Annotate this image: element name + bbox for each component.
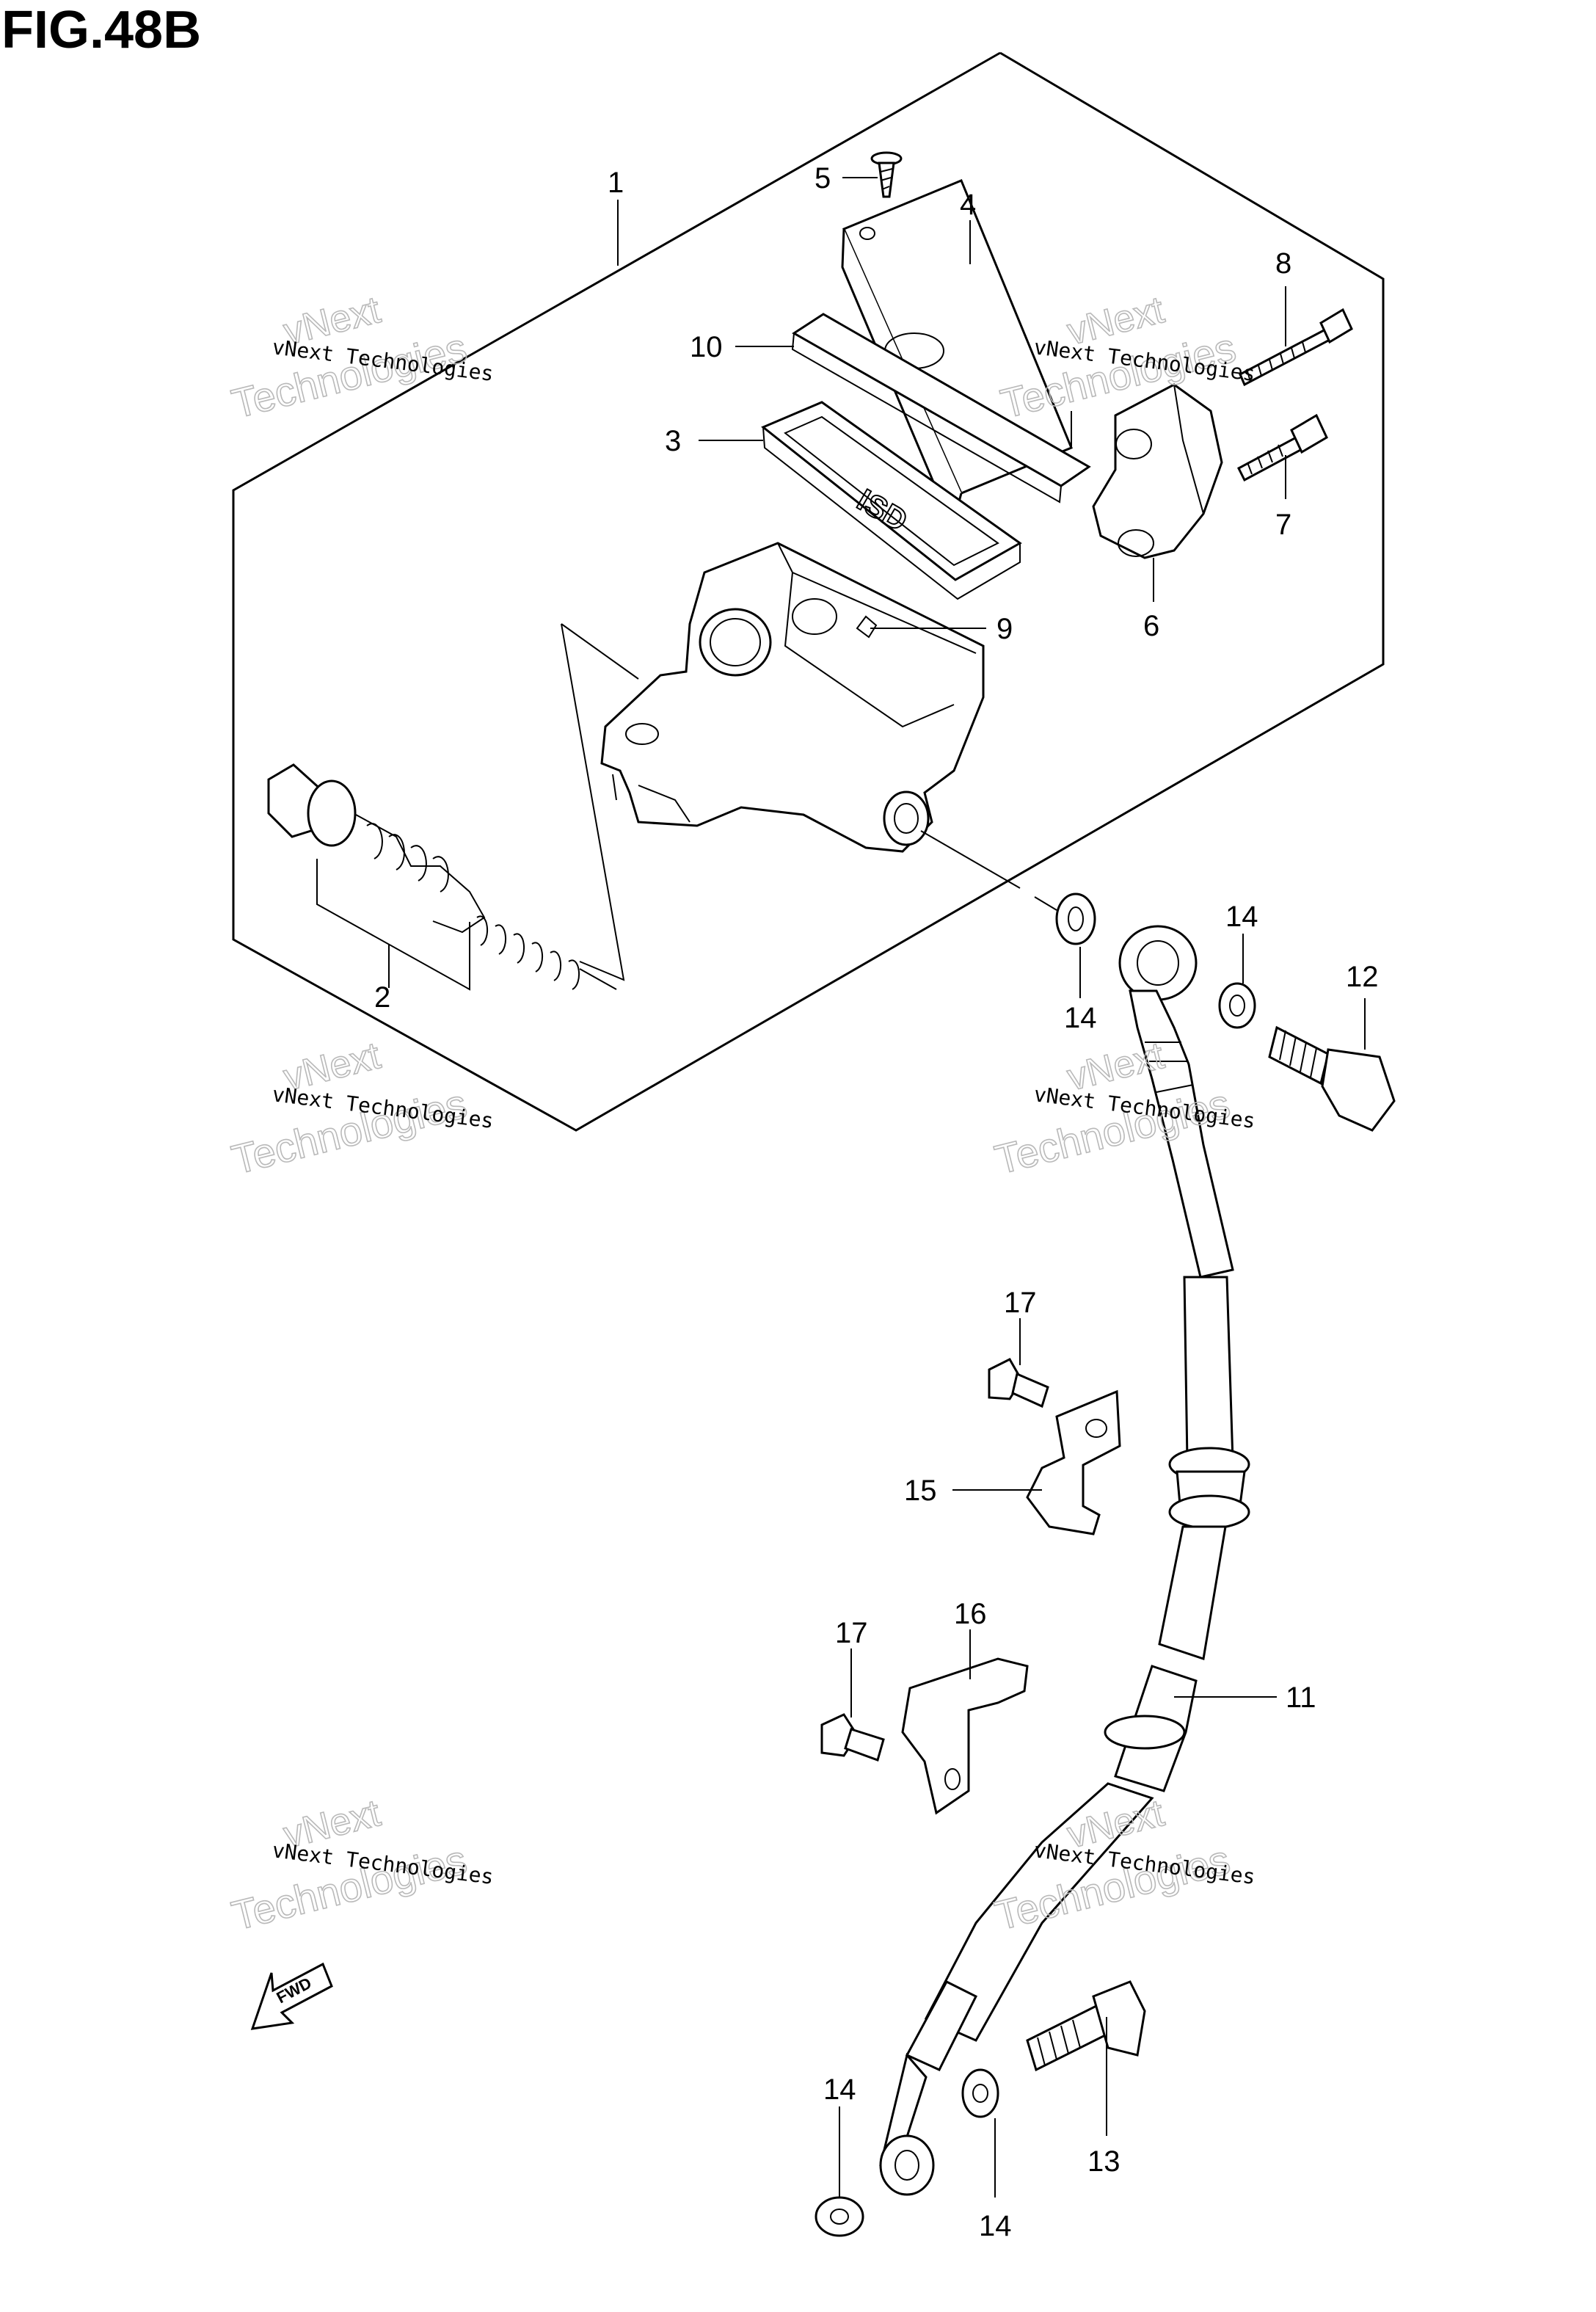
- callout-7: 7: [1275, 509, 1291, 541]
- callout-6: 6: [1143, 610, 1159, 642]
- watermark-middle-right: vNext Technologies vNext Technologies: [990, 1033, 1256, 1183]
- bolt-7: [1237, 413, 1328, 482]
- callout-9: 9: [996, 613, 1013, 645]
- washer-14-lower-left: [815, 2196, 864, 2237]
- screw-5: [870, 151, 903, 198]
- callout-17a: 17: [1004, 1287, 1037, 1319]
- hose-clamp-16: [901, 1657, 1029, 1815]
- piston-kit-outline: [561, 623, 625, 981]
- washer-14-lower-right: [961, 2068, 999, 2118]
- callout-14b: 14: [1225, 901, 1258, 933]
- callout-10: 10: [690, 331, 723, 363]
- callout-15: 15: [904, 1475, 937, 1507]
- callout-13: 13: [1087, 2145, 1121, 2178]
- brake-hose: [879, 989, 1250, 2196]
- diaphragm-plate: [791, 313, 1091, 504]
- watermark-middle-left: vNext Technologies vNext Technologies: [227, 1033, 495, 1183]
- figure-title: FIG.48B: [1, 1, 202, 59]
- callout-3: 3: [665, 425, 681, 457]
- fwd-arrow-icon: [250, 1962, 333, 2030]
- banjo-bolt-12: [1268, 1025, 1396, 1132]
- callout-4: 4: [960, 189, 976, 221]
- handlebar-clamp: [1092, 383, 1223, 559]
- watermark-bottom-left: vNext Technologies vNext Technologies: [227, 1791, 495, 1939]
- master-cylinder-body: [600, 542, 985, 853]
- assembly-outline: [232, 51, 1385, 1132]
- leader-lines: [617, 177, 1366, 2198]
- clip-9: [856, 615, 878, 639]
- watermark-top-right: vNext Technologies vNext Technologies: [996, 288, 1256, 427]
- callout-2: 2: [374, 981, 390, 1014]
- callout-11: 11: [1286, 1682, 1316, 1714]
- callout-14c: 14: [823, 2073, 856, 2106]
- callout-14a: 14: [1064, 1002, 1097, 1034]
- callout-14d: 14: [979, 2210, 1012, 2242]
- callout-1: 1: [608, 167, 624, 199]
- diaphragm: ISD: [761, 401, 1022, 600]
- callout-16: 16: [954, 1598, 987, 1630]
- callout-12: 12: [1346, 961, 1379, 993]
- callout-17b: 17: [835, 1617, 868, 1649]
- piston-assembly: [267, 763, 617, 990]
- bolt-17-upper: [988, 1358, 1049, 1408]
- bolt-17-lower: [820, 1713, 885, 1762]
- callout-5: 5: [815, 162, 831, 195]
- callout-8: 8: [1275, 247, 1291, 280]
- banjo-bolt-13: [1026, 1980, 1146, 2072]
- bolt-8: [1239, 308, 1353, 387]
- watermark-top-left: vNext Technologies vNext Technologies: [227, 288, 495, 427]
- hose-clamp-15: [1026, 1389, 1121, 1535]
